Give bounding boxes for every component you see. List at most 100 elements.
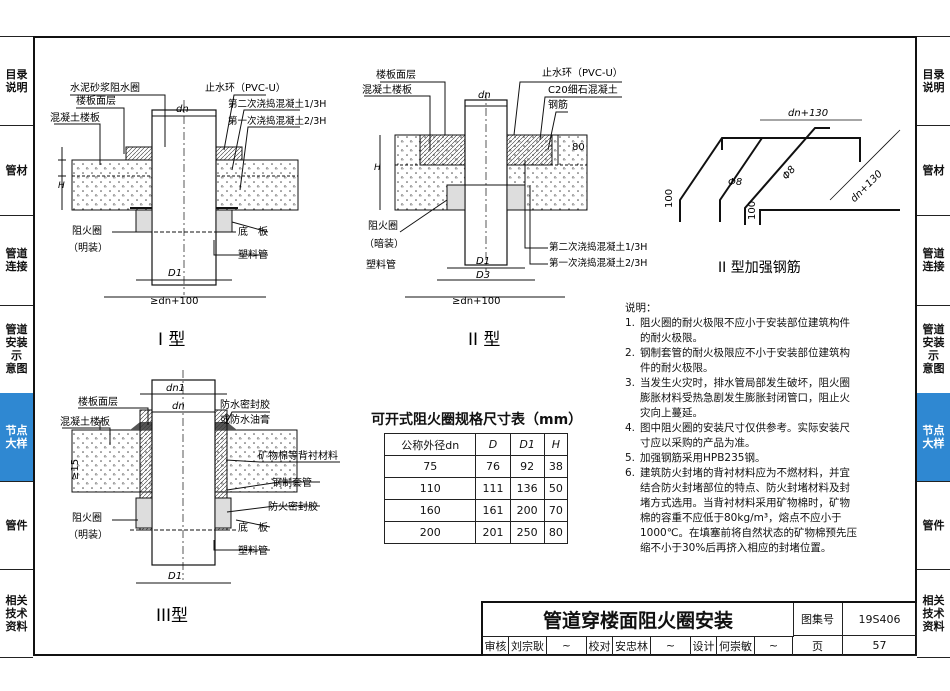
note-number: 4.	[625, 422, 636, 434]
right-nav: 目录 说明管材管道 连接管道 安装 示 意图节点 大样管件相关 技术 资料	[917, 36, 950, 658]
t2-fire-ring: 阻火圈	[368, 220, 398, 232]
spec-cell: 200	[383, 521, 477, 544]
designer-signature: ~	[755, 636, 793, 656]
atlas-number: 19S406	[843, 603, 917, 636]
list-item: 3.当发生火灾时，排水管局部发生破坏，阻火圈膨胀材料受热急剧发生膨胀封闭管口，阻…	[625, 376, 860, 421]
t3-fire-ring-note: （明装）	[68, 528, 108, 541]
t3-floor-surface: 楼板面层	[78, 395, 118, 408]
spec-cell: 160	[383, 499, 477, 522]
checker-signature: ~	[651, 636, 691, 656]
t1-stop-ring: 止水环（PVC-U）	[205, 82, 286, 94]
spec-cell: 50	[543, 477, 569, 500]
t3-fire-ring: 阻火圈	[72, 512, 102, 524]
check-label: 校对	[587, 636, 613, 656]
list-item: 4. 图中阻火圈的安装尺寸仅供参考。实际安装尺寸应以采购的产品为准。	[625, 421, 860, 451]
spec-cell: 92	[509, 455, 545, 478]
t2-h: H	[374, 163, 381, 173]
t2-dim80: 80	[572, 142, 585, 153]
note-number: 6.	[625, 467, 636, 479]
left-nav-tab-1[interactable]: 管材	[0, 125, 33, 216]
checker: 安忠林	[613, 636, 651, 656]
t1-title: I 型	[158, 330, 185, 350]
left-nav-tab-6[interactable]: 相关 技术 资料	[0, 569, 33, 658]
rebar-h100-a: 100	[664, 189, 675, 208]
note-text: 建筑防火封堵的背衬材料应为不燃材料，并宜结合防火封堵部位的特点、防火封堵材料及封…	[640, 467, 858, 554]
t1-h: H	[58, 181, 65, 191]
t3-ge15: ≥15	[70, 459, 81, 480]
rebar-phi8-a: Φ8	[728, 177, 742, 188]
left-nav-tab-5[interactable]: 管件	[0, 481, 33, 570]
t2-concrete-slab: 混凝土楼板	[362, 83, 412, 96]
t3-mineral-wool: 矿物棉等背衬材料	[258, 449, 338, 462]
page-number: 57	[843, 636, 917, 656]
list-item: 1. 阻火圈的耐火极限不应小于安装部位建筑构件的耐火极限。	[625, 316, 860, 346]
right-nav-tab-2[interactable]: 管道 连接	[917, 215, 950, 306]
t3-fire-sealant: 防火密封胶	[268, 500, 318, 513]
t2-dn: dn	[478, 90, 491, 101]
right-nav-tab-5[interactable]: 管件	[917, 481, 950, 570]
spec-cell: 80	[543, 521, 569, 544]
left-nav-tab-0[interactable]: 目录 说明	[0, 37, 33, 126]
list-item: 6. 建筑防火封堵的背衬材料应为不燃材料，并宜结合防火封堵部位的特点、防火封堵材料…	[625, 466, 860, 556]
title-block: 管道穿楼面阻火圈安装 图集号 19S406 审核 刘宗耿 ~ 校对 安忠林 ~ …	[481, 601, 917, 656]
note-text: 当发生火灾时，排水管局部发生破坏，阻火圈膨胀材料受热急剧发生膨胀封闭管口，阻止火…	[640, 377, 850, 419]
design-label: 设计	[691, 636, 717, 656]
t1-fire-ring-note: （明装）	[68, 241, 108, 254]
type2-detail: 楼板面层 混凝土楼板 止水环（PVC-U） C20细石混凝土 钢筋 80 dn …	[362, 67, 647, 350]
t3-steel-sleeve: 钢制套管	[272, 476, 312, 489]
spec-cell: 110	[383, 477, 477, 500]
t1-width: ≥dn+100	[150, 296, 199, 307]
t1-concrete-slab: 混凝土楼板	[50, 111, 100, 124]
right-nav-tab-6[interactable]: 相关 技术 资料	[917, 569, 950, 658]
spec-cell: 250	[509, 521, 545, 544]
spec-cell: 75	[383, 455, 477, 478]
right-nav-tab-4[interactable]: 节点 大样	[917, 393, 950, 482]
left-nav-tab-4[interactable]: 节点 大样	[0, 393, 33, 482]
note-text: 图中阻火圈的安装尺寸仅供参考。实际安装尺寸应以采购的产品为准。	[640, 422, 850, 449]
t3-base-plate: 底 板	[238, 521, 268, 534]
t2-d1: D1	[476, 256, 490, 267]
right-nav-tab-1[interactable]: 管材	[917, 125, 950, 216]
t3-dn1: dn1	[166, 383, 185, 394]
t1-d1: D1	[168, 268, 182, 279]
t1-floor-surface: 楼板面层	[76, 94, 116, 107]
spec-cell: 201	[475, 521, 511, 544]
spec-header-cell: D	[475, 433, 511, 456]
reviewer: 刘宗耿	[509, 636, 547, 656]
t2-stop-ring: 止水环（PVC-U）	[542, 67, 623, 79]
rebar-h100-b: 100	[747, 201, 758, 220]
t1-base-plate: 底 板	[238, 225, 268, 238]
drawing-sheet	[33, 36, 917, 656]
list-item: 5.加强钢筋采用HPB235钢。	[625, 451, 860, 466]
left-nav-tab-2[interactable]: 管道 连接	[0, 215, 33, 306]
note-text: 阻火圈的耐火极限不应小于安装部位建筑构件的耐火极限。	[640, 317, 850, 344]
rebar-dn130-top: dn+130	[788, 108, 828, 119]
page-label: 页	[793, 636, 843, 656]
t1-second-pour: 第二次浇捣混凝土1/3H	[228, 98, 326, 110]
rebar-phi8-b: Φ8	[781, 164, 799, 182]
t3-dn: dn	[172, 401, 185, 412]
spec-cell: 136	[509, 477, 545, 500]
designer: 何崇敏	[717, 636, 755, 656]
note-number: 2.	[625, 347, 636, 359]
t2-floor-surface: 楼板面层	[376, 68, 416, 81]
spec-cell: 76	[475, 455, 511, 478]
left-nav: 目录 说明管材管道 连接管道 安装 示 意图节点 大样管件相关 技术 资料	[0, 36, 33, 658]
t1-fire-ring: 阻火圈	[72, 225, 102, 237]
t2-fire-ring-note: （暗装）	[364, 237, 404, 250]
right-nav-tab-0[interactable]: 目录 说明	[917, 37, 950, 126]
spec-cell: 38	[543, 455, 569, 478]
t3-waterproof: 防水密封胶	[220, 398, 270, 411]
t1-first-pour: 第一次浇捣混凝土2/3H	[228, 115, 326, 127]
spec-header-cell: D1	[509, 433, 545, 456]
list-item: 2.钢制套管的耐火极限应不小于安装部位建筑构件的耐火极限。	[625, 346, 860, 376]
t2-d3: D3	[476, 270, 490, 281]
t2-width: ≥dn+100	[452, 296, 501, 307]
t3-waterproof2: 或防水油膏	[220, 413, 270, 426]
spec-cell: 161	[475, 499, 511, 522]
reviewer-signature: ~	[547, 636, 587, 656]
note-number: 1.	[625, 317, 636, 329]
